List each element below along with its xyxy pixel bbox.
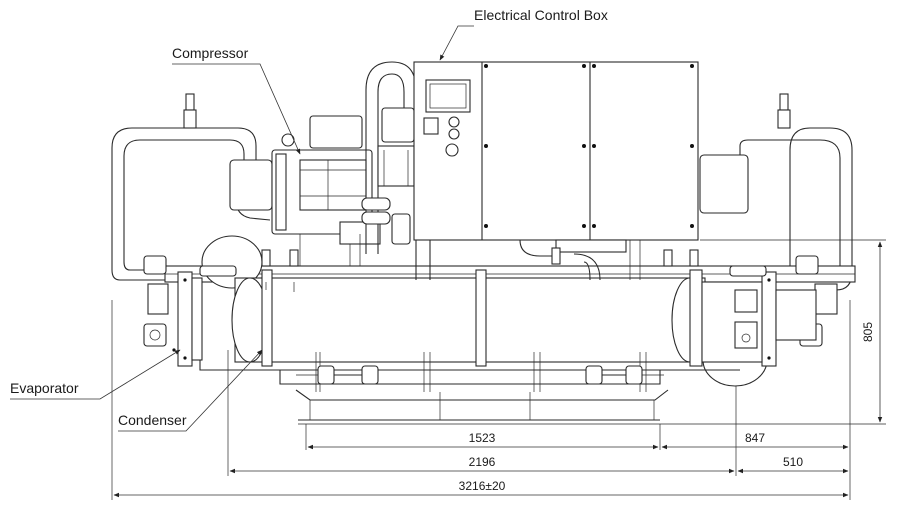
base-skid (295, 389, 669, 425)
dim-1523: 1523 (469, 431, 496, 445)
compressor-body (271, 61, 417, 266)
label-condenser-group: Condenser (118, 349, 263, 432)
label-evaporator: Evaporator (10, 380, 79, 396)
dim-847: 847 (745, 431, 765, 445)
electrical-control-box (413, 61, 699, 281)
condenser-shell (143, 269, 838, 367)
flow-fittings (143, 255, 819, 277)
label-condenser: Condenser (118, 412, 187, 428)
label-electrical-control-box: Electrical Control Box (474, 7, 608, 23)
label-electrical-control-box-group: Electrical Control Box (439, 7, 608, 61)
relief-valves (183, 93, 791, 292)
flange-bolts (172, 278, 771, 360)
left-pipe-loop (111, 127, 273, 281)
label-evaporator-group: Evaporator (10, 349, 181, 400)
dim-3216: 3216±20 (459, 479, 506, 493)
label-compressor: Compressor (172, 45, 249, 61)
dim-2196: 2196 (469, 455, 496, 469)
dimension-texts: 1523 847 2196 510 3216±20 805 (459, 322, 875, 493)
dim-510: 510 (783, 455, 803, 469)
dimension-lines (111, 239, 886, 500)
label-compressor-group: Compressor (172, 45, 301, 155)
lower-piping (279, 352, 664, 392)
dim-805: 805 (861, 322, 875, 342)
